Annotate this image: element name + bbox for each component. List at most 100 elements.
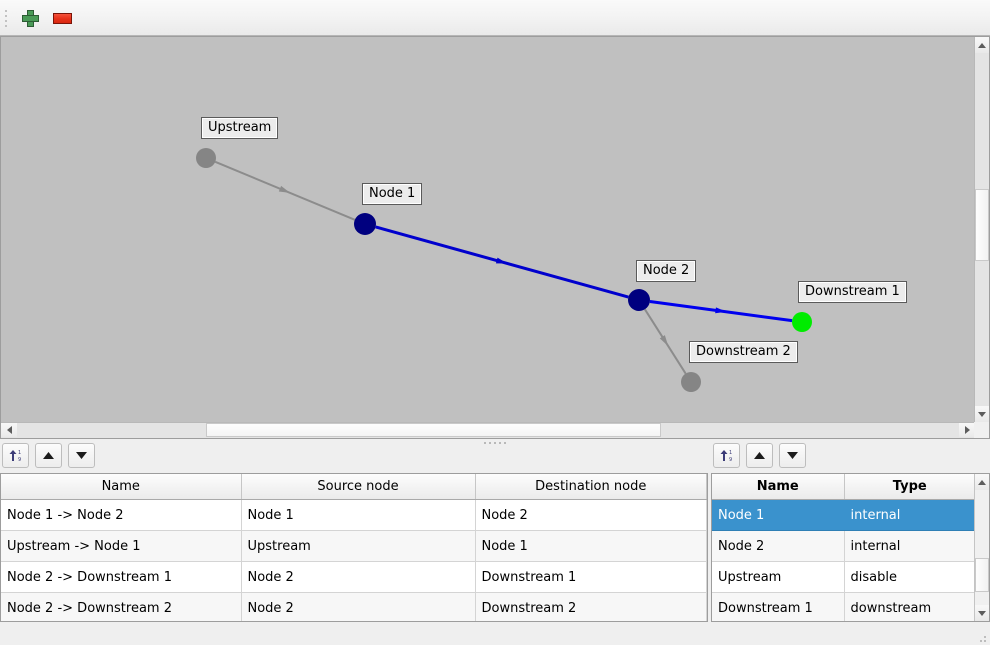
links-cell-1-2[interactable]: Node 1	[475, 530, 707, 562]
graph-node-label-upstream[interactable]: Upstream	[201, 117, 279, 139]
sort-ascending-icon: 1 9	[720, 450, 732, 463]
links-cell-0-1[interactable]: Node 1	[241, 499, 476, 531]
links-column-header-2[interactable]: Destination node	[475, 474, 707, 500]
nodes-cell-1-1[interactable]: internal	[844, 530, 976, 562]
graph-edge-arrow-node2-downstream2	[659, 335, 669, 347]
links-cell-2-0[interactable]: Node 2 -> Downstream 1	[1, 561, 242, 593]
links-cell-0-2[interactable]: Node 2	[475, 499, 707, 531]
links-column-header-0[interactable]: Name	[1, 474, 242, 500]
triangle-up-icon	[43, 452, 54, 459]
triangle-down-icon	[978, 411, 986, 417]
scrollbar-corner	[974, 422, 989, 438]
resize-grip-icon[interactable]	[977, 633, 986, 642]
links-cell-0-0[interactable]: Node 1 -> Node 2	[1, 499, 242, 531]
links-sort-button[interactable]: 1 9	[2, 443, 29, 468]
svg-text:9: 9	[18, 457, 21, 463]
graph-edge-arrow-upstream-node1	[278, 185, 291, 193]
graph-vertical-scrollbar[interactable]	[974, 37, 989, 422]
graph-node-downstream2[interactable]	[681, 372, 701, 392]
nodes-sort-button[interactable]: 1 9	[713, 443, 740, 468]
links-cell-2-1[interactable]: Node 2	[241, 561, 476, 593]
triangle-right-icon	[964, 426, 970, 434]
remove-button[interactable]	[48, 6, 76, 30]
add-button[interactable]	[16, 6, 44, 30]
links-cell-3-0[interactable]: Node 2 -> Downstream 2	[1, 592, 242, 621]
svg-text:9: 9	[729, 457, 732, 463]
graph-edge-arrow-node2-downstream1	[715, 307, 727, 314]
svg-text:1: 1	[18, 450, 21, 456]
triangle-down-icon	[978, 610, 986, 616]
nodes-column-header-1[interactable]: Type	[844, 474, 976, 500]
graph-node-label-node1[interactable]: Node 1	[362, 183, 423, 205]
triangle-up-icon	[754, 452, 765, 459]
horizontal-scroll-thumb[interactable]	[206, 423, 661, 437]
links-cell-3-1[interactable]: Node 2	[241, 592, 476, 621]
graph-edge-arrow-node1-node2	[495, 257, 508, 264]
graph-node-downstream1[interactable]	[792, 312, 812, 332]
nodes-scroll-thumb[interactable]	[975, 558, 989, 592]
links-cell-1-1[interactable]: Upstream	[241, 530, 476, 562]
graph-node-label-downstream2[interactable]: Downstream 2	[689, 341, 798, 363]
nodes-cell-2-0[interactable]: Upstream	[712, 561, 845, 593]
nodes-column-header-0[interactable]: Name	[712, 474, 845, 500]
graph-node-node1[interactable]	[354, 213, 376, 235]
graph-node-upstream[interactable]	[196, 148, 216, 168]
scroll-up-button[interactable]	[975, 37, 989, 53]
sort-ascending-icon: 1 9	[9, 450, 21, 463]
scroll-right-button[interactable]	[959, 423, 975, 437]
scroll-down-button[interactable]	[975, 406, 989, 422]
triangle-down-icon	[76, 452, 87, 459]
graph-node-label-node2[interactable]: Node 2	[636, 260, 697, 282]
horizontal-splitter[interactable]	[0, 439, 990, 446]
links-move-up-button[interactable]	[35, 443, 62, 468]
nodes-cell-3-0[interactable]: Downstream 1	[712, 592, 845, 621]
nodes-cell-0-0[interactable]: Node 1	[712, 499, 845, 531]
main-toolbar	[0, 0, 990, 36]
nodes-vertical-scrollbar[interactable]	[974, 474, 989, 621]
triangle-up-icon	[978, 42, 986, 48]
nodes-cell-0-1[interactable]: internal	[844, 499, 976, 531]
scroll-left-button[interactable]	[1, 423, 17, 437]
svg-text:1: 1	[729, 450, 732, 456]
links-cell-3-2[interactable]: Downstream 2	[475, 592, 707, 621]
graph-node-node2[interactable]	[628, 289, 650, 311]
vertical-scroll-thumb[interactable]	[975, 189, 989, 261]
links-move-down-button[interactable]	[68, 443, 95, 468]
splitter-grip-icon	[484, 441, 506, 444]
graph-svg	[196, 148, 812, 392]
triangle-left-icon	[6, 426, 12, 434]
links-cell-2-2[interactable]: Downstream 1	[475, 561, 707, 593]
nodes-cell-3-1[interactable]: downstream	[844, 592, 976, 621]
nodes-cell-2-1[interactable]: disable	[844, 561, 976, 593]
nodes-cell-1-0[interactable]: Node 2	[712, 530, 845, 562]
nodes-scroll-down-button[interactable]	[975, 605, 989, 621]
triangle-down-icon	[787, 452, 798, 459]
links-column-header-1[interactable]: Source node	[241, 474, 476, 500]
graph-node-label-downstream1[interactable]: Downstream 1	[798, 281, 907, 303]
nodes-move-up-button[interactable]	[746, 443, 773, 468]
nodes-scroll-up-button[interactable]	[975, 474, 989, 490]
toolbar-drag-handle[interactable]	[5, 10, 11, 27]
graph-horizontal-scrollbar[interactable]	[1, 422, 975, 438]
links-cell-1-0[interactable]: Upstream -> Node 1	[1, 530, 242, 562]
nodes-move-down-button[interactable]	[779, 443, 806, 468]
